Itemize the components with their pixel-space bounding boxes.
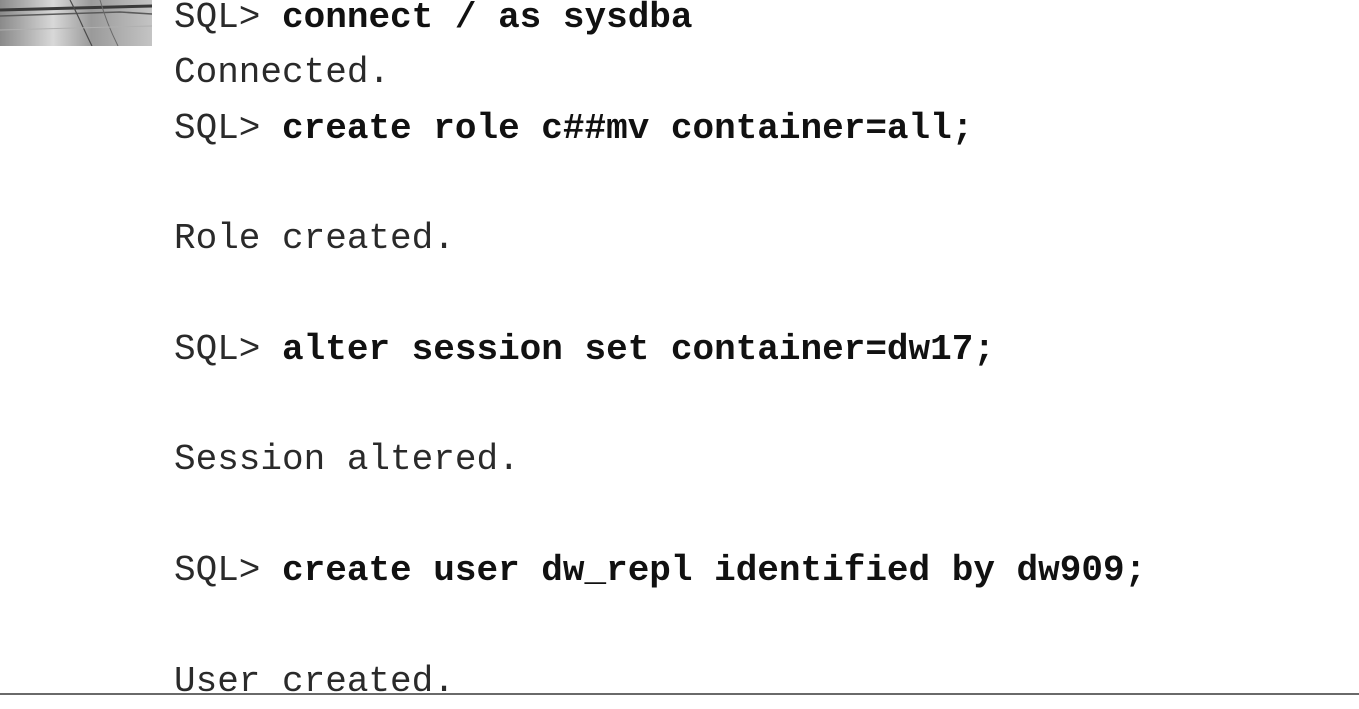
sql-command: create role c##mv container=all; — [282, 107, 974, 149]
sql-prompt: SQL> — [174, 107, 283, 149]
bottom-divider — [0, 693, 1359, 695]
sql-command: alter session set container=dw17; — [282, 328, 995, 370]
sql-prompt: SQL> — [174, 328, 283, 370]
command-line: SQL> connect / as sysdba — [174, 0, 1146, 45]
sql-prompt: SQL> — [174, 0, 283, 38]
sql-output: Connected. — [174, 52, 391, 94]
book-spine-graphic-icon — [0, 0, 152, 46]
output-line: Session altered. — [174, 432, 1146, 487]
blank-line — [174, 598, 1146, 653]
sql-command: connect / as sysdba — [282, 0, 693, 38]
output-line: Role created. — [174, 211, 1146, 266]
blank-line — [174, 266, 1146, 321]
output-line: User created. — [174, 654, 1146, 709]
sql-output: Role created. — [174, 218, 455, 260]
sql-prompt: SQL> — [174, 549, 283, 591]
blank-line — [174, 377, 1146, 432]
sql-output: User created. — [174, 660, 455, 702]
output-line: Connected. — [174, 45, 1146, 100]
command-line: SQL> create user dw_repl identified by d… — [174, 543, 1146, 598]
sql-output: Session altered. — [174, 439, 520, 481]
sql-command: create user dw_repl identified by dw909; — [282, 549, 1147, 591]
command-line: SQL> alter session set container=dw17; — [174, 322, 1146, 377]
blank-line — [174, 156, 1146, 211]
blank-line — [174, 488, 1146, 543]
command-line: SQL> create role c##mv container=all; — [174, 101, 1146, 156]
